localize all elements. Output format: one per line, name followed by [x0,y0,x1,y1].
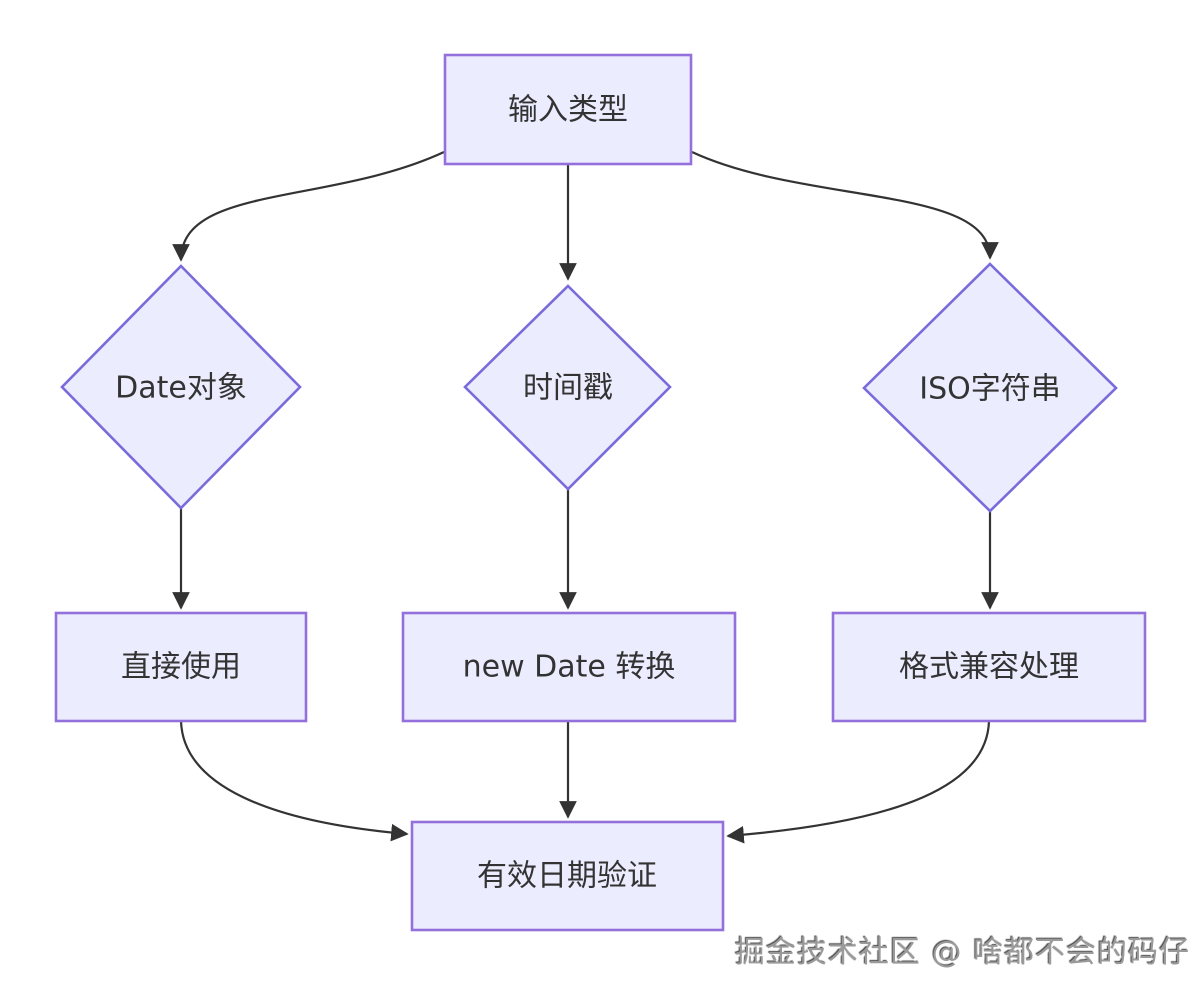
node-valid-date-check: 有效日期验证 [410,820,725,932]
node-format-compat-label: 格式兼容处理 [899,650,1079,685]
node-timestamp: 时间戳 [463,284,672,491]
node-iso-string-diamond [862,262,1118,513]
edge-format-compat-to-valid-date-check [726,720,991,844]
node-direct-use-box [54,611,308,723]
edge-direct-use-to-valid-date-check [179,720,409,842]
node-valid-date-check-label: 有效日期验证 [477,859,657,894]
node-new-date-convert: new Date 转换 [401,611,737,723]
edge-layer [172,151,999,844]
node-date-object: Date对象 [60,264,302,510]
node-direct-use-label: 直接使用 [121,650,241,685]
watermark: 掘金技术社区 @ 啥都不会的码仔 [734,935,1190,970]
node-new-date-convert-box [401,611,737,723]
node-valid-date-check-box [410,820,725,932]
node-input-type: 输入类型 [443,53,693,166]
node-input-type-label: 输入类型 [508,93,628,128]
node-new-date-convert-label: new Date 转换 [463,650,676,685]
node-direct-use: 直接使用 [54,611,308,723]
edge-input-type-to-iso-string [691,151,999,260]
node-iso-string: ISO字符串 [862,262,1118,513]
node-timestamp-label: 时间戳 [523,371,613,406]
node-timestamp-diamond [463,284,672,491]
edge-input-type-to-date-object [172,151,445,262]
node-date-object-diamond [60,264,302,510]
node-date-object-label: Date对象 [115,371,247,406]
node-format-compat: 格式兼容处理 [831,611,1147,723]
node-input-type-box [443,53,693,166]
node-format-compat-box [831,611,1147,723]
node-iso-string-label: ISO字符串 [919,372,1061,407]
